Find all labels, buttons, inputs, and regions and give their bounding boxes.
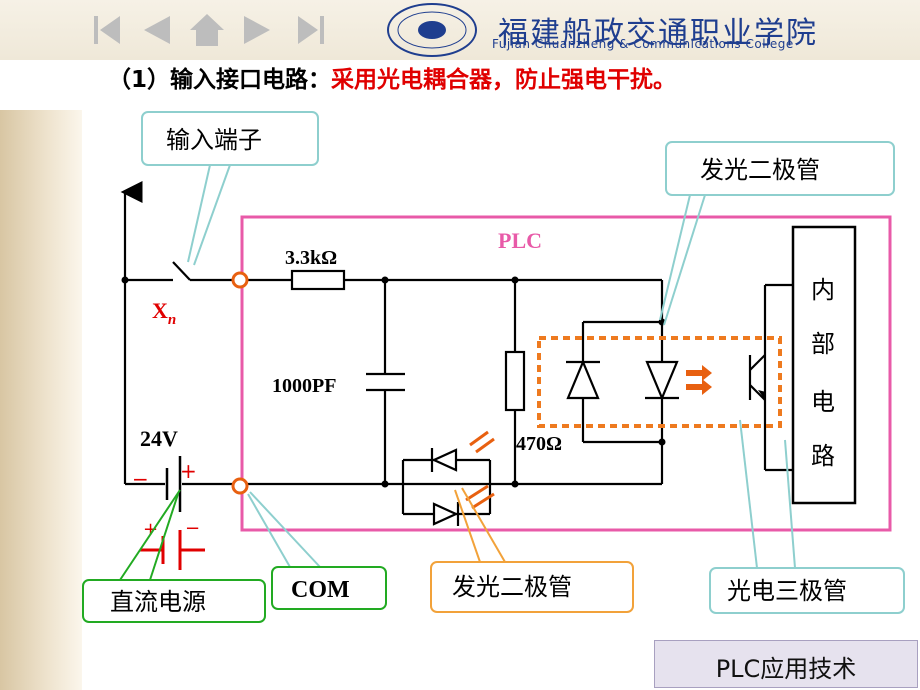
college-name-cn: 福建船政交通职业学院 bbox=[498, 16, 818, 51]
battery-plus: + bbox=[180, 459, 197, 483]
resistor-470-label: 470Ω bbox=[516, 433, 562, 455]
callout-phototransistor-box bbox=[709, 567, 905, 614]
plc-label: PLC bbox=[498, 228, 542, 253]
switch-label: Xn bbox=[152, 298, 176, 328]
next-icon bbox=[244, 16, 270, 44]
dc-plus: + bbox=[143, 519, 158, 540]
course-title-tab[interactable]: PLC应用技术 bbox=[654, 640, 918, 688]
skip-first-icon bbox=[94, 16, 120, 44]
callout-com-box bbox=[271, 566, 387, 610]
internal-char-2: 部 bbox=[811, 330, 835, 358]
callout-input-terminal: 输入端子 bbox=[166, 126, 262, 154]
transistor-emitter-arrow bbox=[758, 390, 766, 400]
emitting-diode bbox=[645, 360, 679, 401]
page-heading: （1）输入接口电路：采用光电耦合器，防止强电干扰。 bbox=[108, 60, 676, 94]
input-terminal bbox=[231, 271, 249, 289]
led-emission-arrows bbox=[465, 430, 495, 510]
callout-dc-source-box bbox=[82, 579, 266, 623]
capacitor-1000pf bbox=[366, 372, 405, 392]
callout-pointers-orange bbox=[454, 487, 506, 563]
protection-diode bbox=[566, 359, 600, 400]
callout-dc-source: 直流电源 bbox=[110, 588, 206, 616]
resistor-3k3-label: 3.3kΩ bbox=[285, 247, 337, 269]
dc-minus: − bbox=[185, 518, 200, 539]
internal-char-3: 电 bbox=[811, 388, 835, 416]
prev-icon bbox=[144, 16, 170, 44]
nav-prev-button[interactable] bbox=[136, 8, 178, 52]
voltage-label: 24V bbox=[140, 426, 178, 451]
resistor-3k3 bbox=[290, 269, 346, 291]
callout-com: COM bbox=[291, 577, 350, 603]
external-wiring bbox=[120, 181, 234, 486]
college-seal-icon bbox=[387, 3, 477, 57]
switch-node-dot bbox=[121, 276, 129, 284]
nav-next-button[interactable] bbox=[236, 8, 278, 52]
plc-boundary-box bbox=[240, 215, 892, 532]
light-emission-arrows bbox=[686, 365, 712, 395]
callout-pointers-teal bbox=[187, 164, 796, 569]
battery-24v-symbol bbox=[165, 456, 182, 512]
nav-first-button[interactable] bbox=[86, 8, 128, 52]
college-name-en: Fujian Chuanzheng & Communications Colle… bbox=[492, 37, 794, 51]
callout-led-bottom: 发光二极管 bbox=[452, 573, 572, 601]
nav-last-button[interactable] bbox=[290, 8, 332, 52]
heading-highlight: 采用光电耦合器，防止强电干扰。 bbox=[331, 67, 677, 93]
callout-pointers-green bbox=[119, 489, 181, 581]
left-decor-strip bbox=[0, 110, 82, 690]
internal-char-4: 路 bbox=[811, 442, 835, 470]
callout-led-bottom-box bbox=[430, 561, 634, 613]
skip-last-icon bbox=[298, 16, 324, 44]
callout-led-top: 发光二极管 bbox=[700, 156, 820, 184]
internal-circuit-box bbox=[791, 225, 857, 505]
indicator-leds bbox=[430, 448, 460, 526]
callout-led-top-box bbox=[665, 141, 895, 196]
callout-phototransistor: 光电三极管 bbox=[727, 577, 847, 605]
heading-prefix: （1）输入接口电路： bbox=[108, 67, 332, 93]
capacitor-label: 1000PF bbox=[272, 375, 336, 397]
home-icon bbox=[190, 14, 224, 46]
com-terminal bbox=[231, 477, 249, 495]
nav-home-button[interactable] bbox=[186, 8, 228, 52]
battery-minus: − bbox=[132, 467, 149, 491]
internal-char-1: 内 bbox=[811, 276, 835, 304]
optocoupler-box bbox=[537, 336, 782, 428]
resistor-470 bbox=[504, 350, 526, 412]
callout-input-terminal-box bbox=[141, 111, 319, 166]
course-title-label: PLC应用技术 bbox=[715, 655, 857, 683]
